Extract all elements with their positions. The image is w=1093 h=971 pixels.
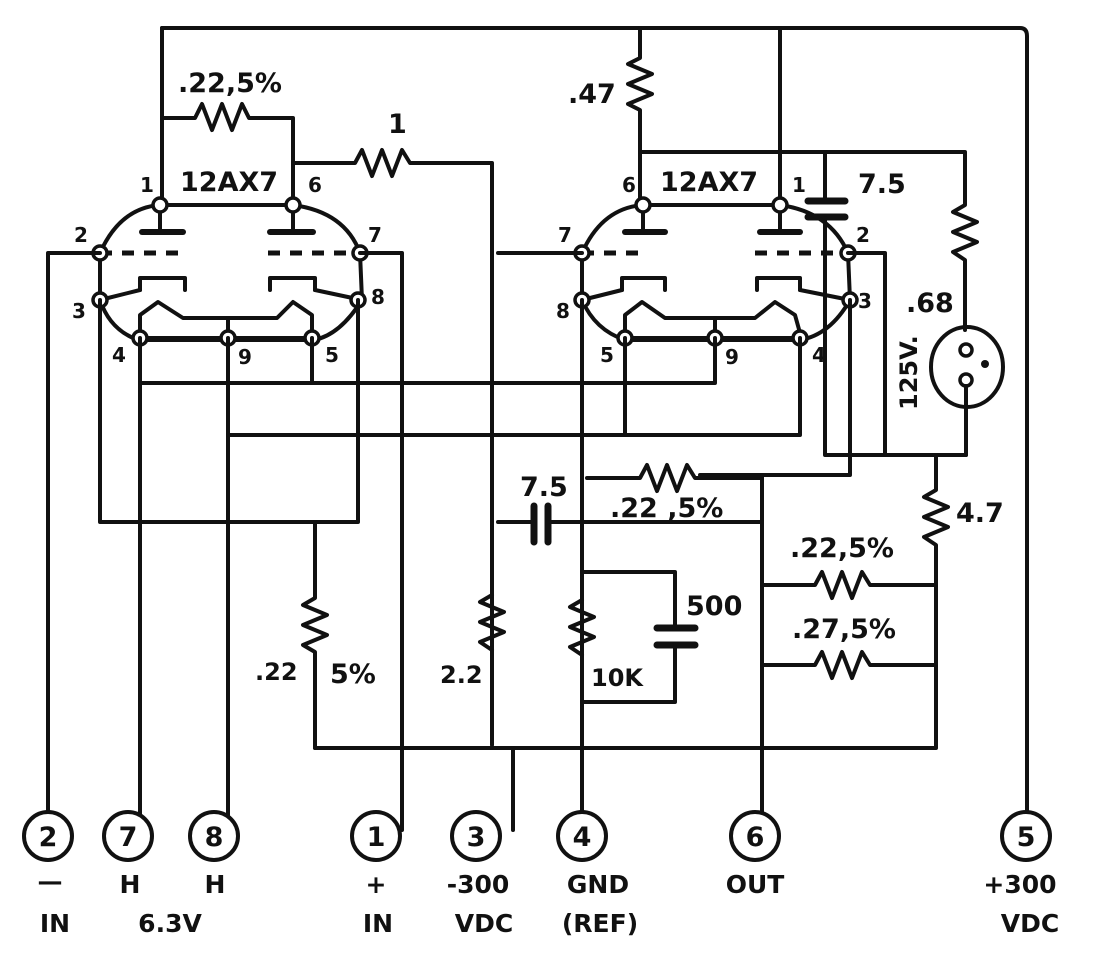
tube-left-type-label: 12AX7 — [180, 167, 278, 198]
tube-left-pinnum-6: 6 — [308, 173, 322, 197]
svg-text:5: 5 — [1017, 822, 1036, 853]
neon-lamp: 125V. — [895, 325, 1005, 457]
label-c-coupling: 7.5 — [520, 472, 568, 503]
svg-text:4: 4 — [573, 822, 592, 853]
label-r-cathode-left-tol: 5% — [330, 659, 376, 690]
tube-right-pinnum-1: 1 — [792, 173, 806, 197]
tube-left-pinnum-8: 8 — [371, 285, 385, 309]
terminal-6-line1: OUT — [726, 870, 785, 899]
capacitor-coupling: 7.5 — [496, 472, 764, 546]
wiring — [46, 251, 938, 832]
terminal-2-line1: — — [38, 867, 63, 896]
terminal-3-line1: -300 — [447, 870, 510, 899]
label-r-grid-link: 1 — [388, 109, 407, 140]
tube-left-pinnum-4: 4 — [112, 343, 126, 367]
label-r-out-lower: .27,5% — [792, 614, 896, 645]
svg-text:8: 8 — [205, 822, 224, 853]
tube-left-pinnum-1: 1 — [140, 173, 154, 197]
svg-text:1: 1 — [367, 822, 386, 853]
tube-right-pinnum-7: 7 — [558, 223, 572, 247]
tube-left-pinnum-3: 3 — [72, 299, 86, 323]
label-neon-rating: 125V. — [895, 335, 923, 410]
label-r-feedback-top: .22,5% — [178, 68, 282, 99]
resistor-neg-supply: 2.2 — [440, 593, 506, 689]
tube-right-pin-6 — [634, 196, 652, 214]
tube-right-pinnum-9: 9 — [725, 345, 739, 369]
tube-left-pinnum-9: 9 — [238, 345, 252, 369]
tube-right-pinnum-6: 6 — [622, 173, 636, 197]
terminal-4-line1: GND — [567, 870, 629, 899]
tube-left-pinnum-7: 7 — [368, 223, 382, 247]
tube-left-pin-1 — [151, 196, 169, 214]
terminal-1[interactable]: 1 + IN — [350, 810, 402, 938]
terminal-4[interactable]: 4 GND (REF) — [556, 810, 638, 938]
tube-right-pinnum-8: 8 — [556, 299, 570, 323]
terminal-2-line2: IN — [40, 909, 70, 938]
label-r-neon-series: .68 — [906, 288, 954, 319]
label-r-neg-supply: 2.2 — [440, 661, 483, 689]
label-r-out-upper: .22,5% — [790, 533, 894, 564]
terminal-5-line1: +300 — [983, 870, 1056, 899]
terminal-8[interactable]: 8 H — [188, 810, 240, 899]
tube-left: 12AX7 1 2 3 4 5 6 7 8 9 — [72, 167, 385, 369]
terminal-6[interactable]: 6 OUT — [726, 810, 785, 899]
rc-network-10k-500: 10K 500 — [568, 570, 742, 704]
terminal-5[interactable]: 5 +300 VDC — [983, 810, 1059, 938]
tube-right-type-label: 12AX7 — [660, 167, 758, 198]
tube-right-pinnum-4: 4 — [812, 343, 826, 367]
terminal-1-line2: IN — [363, 909, 393, 938]
tube-left-pinnum-5: 5 — [325, 343, 339, 367]
label-r-plate-load: .47 — [568, 79, 616, 110]
label-r-neon-bottom: 4.7 — [956, 498, 1004, 529]
resistor-mid-feedback: .22 ,5% — [585, 463, 764, 524]
svg-text:6: 6 — [746, 822, 765, 853]
terminal-3[interactable]: 3 -300 VDC — [447, 810, 514, 938]
resistor-neon-bottom: 4.7 — [922, 453, 1004, 582]
tube-right-pinnum-5: 5 — [600, 343, 614, 367]
svg-text:7: 7 — [119, 822, 138, 853]
terminal-8-line1: H — [205, 870, 226, 899]
svg-text:2: 2 — [39, 822, 58, 853]
label-r-mid-feedback: .22 ,5% — [610, 493, 723, 524]
tube-right-pin-1 — [771, 196, 789, 214]
terminal-1-line1: + — [366, 870, 387, 899]
tube-left-pin-6 — [284, 196, 302, 214]
resistor-out-lower: .27,5% — [760, 614, 938, 680]
resistor-out-upper: .22,5% — [760, 533, 938, 600]
terminal-7-line1: H — [120, 870, 141, 899]
terminal-2[interactable]: 2 — IN — [22, 810, 74, 938]
tube-left-pinnum-2: 2 — [74, 223, 88, 247]
terminal-5-line2: VDC — [1001, 909, 1059, 938]
tube-right-pinnum-2: 2 — [856, 223, 870, 247]
svg-text:3: 3 — [467, 822, 486, 853]
label-r-cathode-left: .22 — [255, 658, 298, 686]
label-r-cathode-10k: 10K — [591, 664, 644, 692]
resistor-cathode-left: .22 5% — [255, 520, 376, 750]
heater-voltage-label: 6.3V — [138, 909, 202, 938]
label-c-right-top: 7.5 — [858, 169, 906, 200]
resistor-plate-load: .47 — [568, 26, 654, 207]
resistor-feedback-top: .22,5% — [160, 68, 295, 207]
label-c-bypass: 500 — [686, 591, 742, 622]
terminal-7[interactable]: 7 H — [102, 810, 154, 899]
terminal-4-line2: (REF) — [562, 909, 638, 938]
tube-right-pinnum-3: 3 — [858, 289, 872, 313]
resistor-neon-series: .68 — [906, 178, 979, 332]
resistor-grid-link: 1 — [291, 109, 494, 747]
terminal-3-line2: VDC — [455, 909, 513, 938]
wire-plate-node — [638, 150, 967, 182]
wire-neon-loop — [823, 253, 968, 457]
